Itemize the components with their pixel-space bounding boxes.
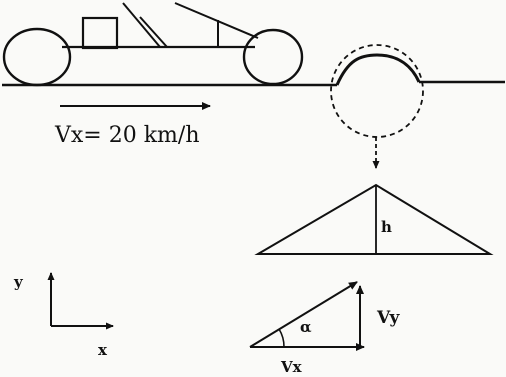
- speed-label: Vx= 20 km/h: [54, 123, 199, 148]
- bump-height-label: h: [381, 218, 392, 236]
- car-frame-line: [174, 2, 259, 39]
- road-bump: [335, 53, 421, 86]
- bump-detail-circle: [330, 44, 424, 138]
- car: [2, 2, 304, 87]
- vy-label: Vy: [376, 308, 401, 328]
- car-frame-line: [122, 2, 161, 48]
- x-axis-label: x: [98, 341, 108, 359]
- y-axis-label: y: [13, 273, 24, 291]
- bump-triangle-outline: [254, 183, 494, 255]
- speed-indicator: Vx= 20 km/h: [54, 102, 211, 148]
- velocity-triangle: α Vx Vy: [249, 281, 401, 376]
- car-frame-line: [139, 16, 168, 48]
- resultant-velocity-arrow: [249, 281, 358, 348]
- angle-arc: [278, 328, 285, 348]
- rear-wheel: [2, 27, 72, 87]
- road: [2, 44, 505, 169]
- bump-triangle: h: [254, 183, 494, 255]
- coordinate-axes: y x: [13, 272, 114, 359]
- car-seat-box: [81, 16, 119, 50]
- angle-label: α: [300, 318, 312, 336]
- vx-label: Vx: [280, 358, 303, 376]
- front-wheel: [242, 28, 304, 86]
